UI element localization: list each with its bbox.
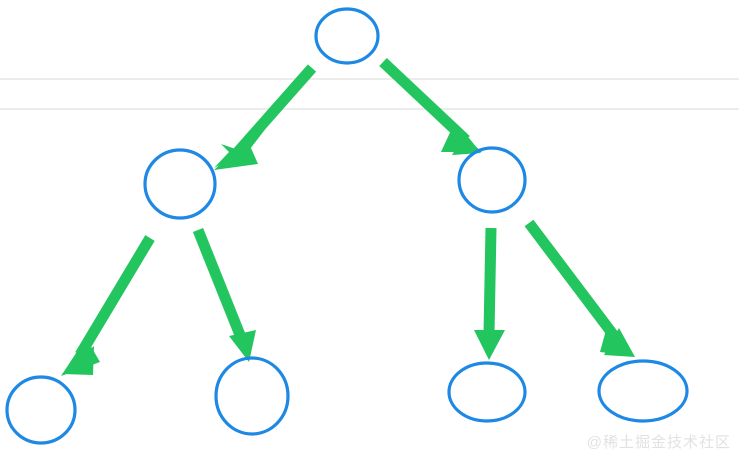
tree-node-leaf-2[interactable] <box>214 356 290 436</box>
tree-node-leaf-3[interactable] <box>447 361 527 423</box>
edge-right-leaf3 <box>474 227 505 360</box>
rule-line-bottom <box>0 108 739 110</box>
tree-node-right[interactable] <box>457 146 527 214</box>
node-group <box>5 7 689 445</box>
watermark-label: @稀土掘金技术社区 <box>586 434 731 451</box>
rule-line-top <box>0 78 739 80</box>
edge-right-leaf4 <box>524 219 635 357</box>
edge-root-left <box>214 64 317 170</box>
edge-group <box>61 57 635 376</box>
tree-node-root[interactable] <box>314 7 380 65</box>
tree-node-left[interactable] <box>143 148 217 220</box>
tree-node-leaf-4[interactable] <box>597 359 689 423</box>
edge-root-right <box>379 57 482 155</box>
tree-node-leaf-1[interactable] <box>5 375 77 445</box>
edge-left-leaf1 <box>61 235 155 376</box>
edge-left-leaf2 <box>192 227 256 362</box>
